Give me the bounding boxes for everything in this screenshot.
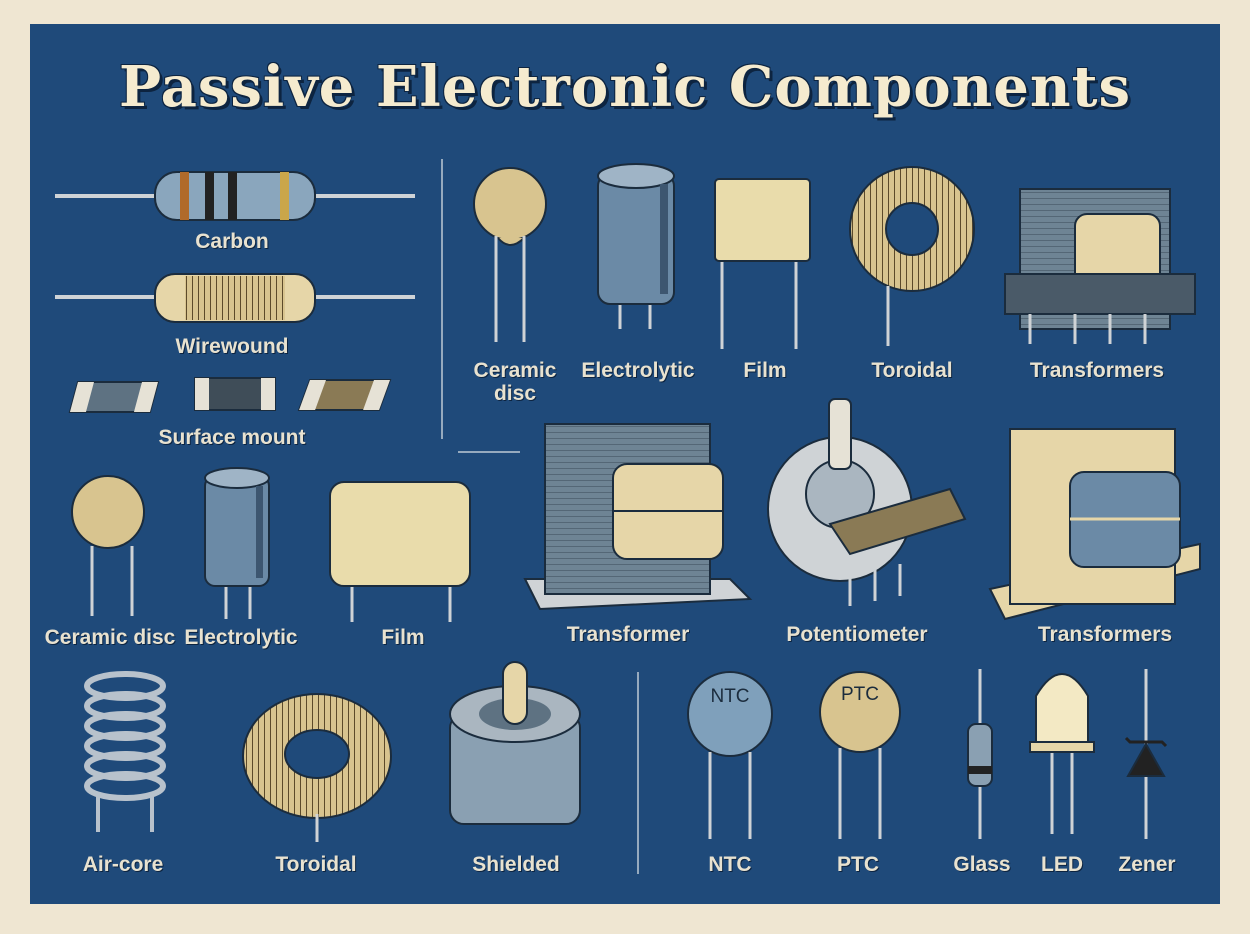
label-ntc: NTC xyxy=(708,853,752,876)
label-transformers-mid: Transformers xyxy=(1037,623,1173,646)
ceramic-disc-capacitor-top-icon xyxy=(473,167,547,342)
carbon-resistor-icon xyxy=(55,171,415,221)
label-film-mid: Film xyxy=(381,626,425,649)
film-capacitor-top-icon xyxy=(714,178,811,349)
ceramic-disc-capacitor-mid-icon xyxy=(71,475,145,616)
label-wirewound: Wirewound xyxy=(175,335,289,358)
label-zener: Zener xyxy=(1118,853,1176,876)
label-electrolytic-mid: Electrolytic xyxy=(184,626,298,649)
label-glass: Glass xyxy=(953,853,1011,876)
toroidal-inductor-top-icon xyxy=(849,166,975,346)
label-ptc: PTC xyxy=(837,853,879,876)
surface-mount-resistors-icon xyxy=(68,377,392,413)
label-carbon: Carbon xyxy=(195,230,269,253)
shielded-inductor-icon xyxy=(449,661,581,825)
label-toroidal-top: Toroidal xyxy=(871,359,953,382)
label-electrolytic-top: Electrolytic xyxy=(581,359,695,382)
glass-diode-icon xyxy=(967,669,993,839)
label-surface-mount: Surface mount xyxy=(158,426,306,449)
transformers-top-icon xyxy=(1004,188,1196,344)
electrolytic-capacitor-mid-icon xyxy=(204,467,270,619)
component-illustrations xyxy=(55,159,1201,874)
label-film-top: Film xyxy=(743,359,787,382)
transformers-mid-icon xyxy=(988,428,1201,621)
label-shielded: Shielded xyxy=(472,853,560,876)
label-toroidal-bottom: Toroidal xyxy=(275,853,357,876)
label-ceramic-disc-top: Ceramic disc xyxy=(473,359,557,405)
film-capacitor-mid-icon xyxy=(329,481,471,622)
label-led: LED xyxy=(1041,853,1083,876)
wirewound-resistor-icon xyxy=(55,273,415,323)
air-core-inductor-icon xyxy=(84,671,166,832)
label-transformers-top: Transformers xyxy=(1029,359,1165,382)
toroidal-inductor-bottom-icon xyxy=(242,693,392,842)
ntc-thermistor-icon xyxy=(687,671,773,839)
poster-panel: Passive Electronic Components Carbon Wir… xyxy=(30,24,1220,904)
electrolytic-capacitor-top-icon xyxy=(597,163,675,329)
label-air-core: Air-core xyxy=(82,853,164,876)
section-dividers xyxy=(441,159,639,874)
led-icon xyxy=(1029,673,1095,834)
label-potentiometer: Potentiometer xyxy=(786,623,928,646)
zener-diode-icon xyxy=(1124,669,1168,839)
poster-title: Passive Electronic Components xyxy=(118,54,1131,120)
ptc-thermistor-icon xyxy=(819,671,901,839)
potentiometer-icon xyxy=(767,398,967,606)
label-transformer-mid: Transformer xyxy=(566,623,690,646)
transformer-mid-icon xyxy=(523,423,753,611)
ntc-marking: NTC xyxy=(710,686,750,707)
ptc-marking: PTC xyxy=(841,684,879,705)
label-ceramic-disc-mid: Ceramic disc xyxy=(44,626,176,649)
